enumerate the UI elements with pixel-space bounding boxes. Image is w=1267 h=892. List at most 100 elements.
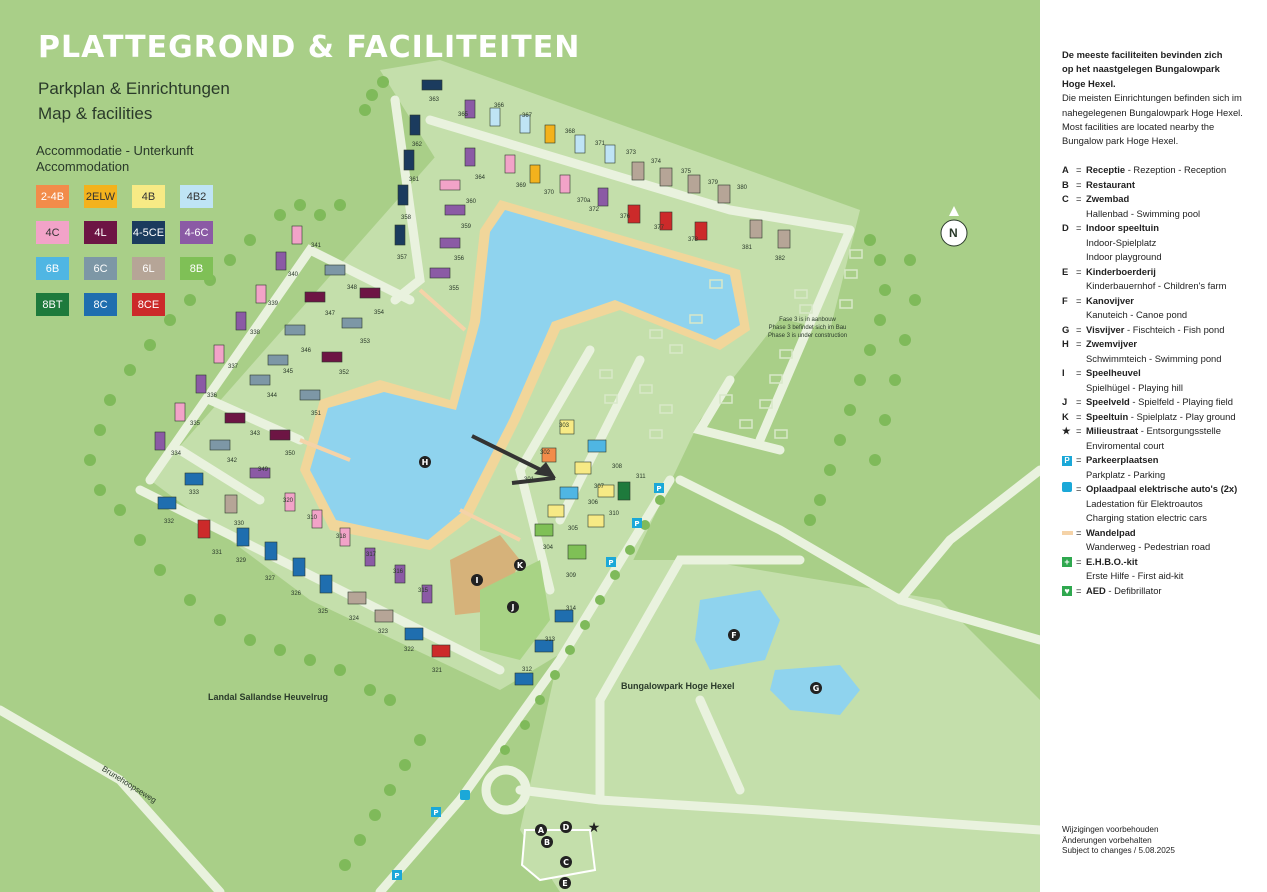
facility-name-bold: Kinderboerderij	[1086, 265, 1156, 277]
facility-name: Oplaadpaal elektrische auto's (2x)	[1086, 482, 1267, 497]
facility-name: Speeltuin - Spielplatz - Play ground	[1086, 410, 1236, 422]
accommodation-title-2: Accommodation	[36, 159, 130, 174]
equals-sign: =	[1076, 178, 1082, 190]
facility-key: K	[1062, 410, 1069, 422]
house-number-370: 370	[544, 190, 555, 196]
facility-row: J=Speelveld - Spielfeld - Playing field	[1062, 395, 1267, 410]
house-number-310: 310	[307, 515, 318, 521]
facility-subtitle: Schwimmteich - Swimming pond	[1086, 352, 1222, 364]
equals-sign: =	[1076, 410, 1082, 422]
facility-row: D = Indoor speeltuin	[1062, 221, 1267, 236]
facility-name-bold: Speelheuvel	[1086, 367, 1141, 378]
facility-name: Visvijver - Fischteich - Fish pond	[1086, 323, 1225, 335]
marker-g: G	[813, 684, 820, 693]
marker-k: K	[517, 561, 524, 570]
facility-name-bold: Oplaadpaal elektrische auto's (2x)	[1086, 483, 1238, 494]
house-number-351: 351	[311, 411, 322, 417]
facility-row: A=Receptie - Rezeption - Reception	[1062, 163, 1267, 178]
house-number-341: 341	[311, 243, 322, 249]
facility-name: Parkeerplaatsen	[1086, 453, 1267, 468]
house-number-322: 322	[404, 647, 415, 653]
equals-sign: =	[1076, 483, 1082, 494]
facility-name-bold: Receptie	[1086, 164, 1126, 175]
house-number-371: 371	[595, 141, 606, 147]
house-number-336: 336	[207, 393, 218, 399]
house-number-360: 360	[466, 199, 477, 205]
facility-name: Zwemvijver	[1086, 337, 1267, 352]
accommodation-type-2elw: 2ELW	[84, 185, 117, 208]
intro-en-1: Most facilities are located nearby the	[1062, 121, 1215, 133]
house-number-381: 381	[742, 245, 753, 251]
house-number-361: 361	[409, 177, 420, 183]
house-number-357: 357	[397, 255, 408, 261]
house-number-346: 346	[301, 348, 312, 354]
parking-icon: P	[1062, 456, 1072, 466]
facility-subtitle: Hallenbad - Swimming pool	[1086, 207, 1201, 219]
marker-j: J	[511, 603, 515, 612]
intro-en-2: Bungalow park Hoge Hexel.	[1062, 135, 1179, 147]
north-indicator: N	[949, 226, 958, 240]
facility-subtitle: Indoor playground	[1086, 251, 1162, 262]
house-number-355: 355	[449, 286, 460, 292]
facility-row: P=Parkeerplaatsen	[1062, 453, 1267, 468]
facility-key: I	[1062, 367, 1065, 378]
facility-row: H = Zwemvijver	[1062, 337, 1267, 352]
facility-key-parking: P	[1062, 453, 1076, 468]
parking-icon: P	[608, 559, 613, 567]
facility-key: D	[1062, 222, 1069, 233]
house-number-369: 369	[516, 183, 527, 189]
house-number-306: 306	[588, 500, 599, 506]
house-number-334: 334	[171, 451, 182, 457]
facility-row: E=Kinderboerderij	[1062, 265, 1267, 280]
facility-name-bold: Speeltuin	[1086, 410, 1129, 422]
facility-name: E.H.B.O.-kit	[1086, 555, 1267, 570]
intro-de-1: Die meisten Einrichtungen befinden sich …	[1062, 92, 1242, 104]
house-number-316: 316	[393, 569, 404, 575]
house-number-321: 321	[432, 668, 443, 674]
facility-name-bold: Zwembad	[1086, 193, 1130, 204]
facility-name: Receptie - Rezeption - Reception	[1086, 164, 1227, 175]
house-number-312: 312	[522, 667, 533, 673]
facility-subtitle: Wanderweg - Pedestrian road	[1086, 541, 1211, 552]
house-number-375: 375	[681, 169, 692, 175]
marker-h: H	[422, 458, 429, 467]
house-number-366: 366	[494, 103, 505, 109]
house-number-335: 335	[190, 421, 201, 427]
facility-row: ♥=AED - Defibrillator	[1062, 584, 1267, 599]
house-number-373: 373	[626, 150, 637, 156]
walking-path-icon	[1062, 531, 1073, 536]
house-number-365: 365	[458, 112, 469, 118]
facilities-panel: De meeste faciliteiten bevinden zich op …	[1040, 0, 1267, 892]
footnote-nl: Wijzigingen voorbehouden	[1062, 825, 1159, 834]
house-number-320: 320	[283, 498, 294, 504]
accommodation-type-6b: 6B	[36, 257, 69, 280]
house-number-344: 344	[267, 393, 278, 399]
house-number-305: 305	[568, 526, 579, 532]
facility-key: H	[1062, 338, 1069, 349]
equals-sign: =	[1076, 193, 1082, 204]
house-number-329: 329	[236, 558, 247, 564]
accommodation-type-8b: 8B	[180, 257, 213, 280]
house-number-308: 308	[612, 464, 623, 470]
facility-name: Speelheuvel	[1086, 366, 1267, 381]
facility-row: = Oplaadpaal elektrische auto's (2x)	[1062, 482, 1267, 497]
charging-station-icon	[460, 790, 470, 800]
footnote-en: Subject to changes / 5.08.2025	[1062, 846, 1175, 855]
facility-subtitle: Spielhügel - Playing hill	[1086, 381, 1183, 393]
facility-key: ★	[1062, 425, 1071, 436]
construction-note-en: Phase 3 is under construction	[768, 333, 848, 339]
equals-sign: =	[1076, 222, 1082, 233]
park-map[interactable]: H I J K F G A B C D E ★ P P P P P PLATTE…	[0, 0, 1040, 892]
facility-name: Indoor speeltuin	[1086, 221, 1267, 236]
charging-station-icon	[1062, 482, 1072, 492]
footnote-de: Änderungen vorbehalten	[1062, 835, 1152, 845]
house-number-331: 331	[212, 550, 223, 556]
equals-sign: =	[1076, 555, 1082, 567]
facility-subtitle: Kinderbauernhof - Children's farm	[1086, 280, 1227, 291]
equals-sign: =	[1076, 338, 1082, 349]
page-title: PLATTEGROND & FACILITEITEN	[38, 30, 581, 65]
facility-name: Kanovijver	[1086, 294, 1267, 309]
marker-c: C	[563, 858, 569, 867]
accommodation-title-1: Accommodatie - Unterkunft	[36, 143, 194, 158]
facility-name: Restaurant	[1086, 178, 1267, 193]
